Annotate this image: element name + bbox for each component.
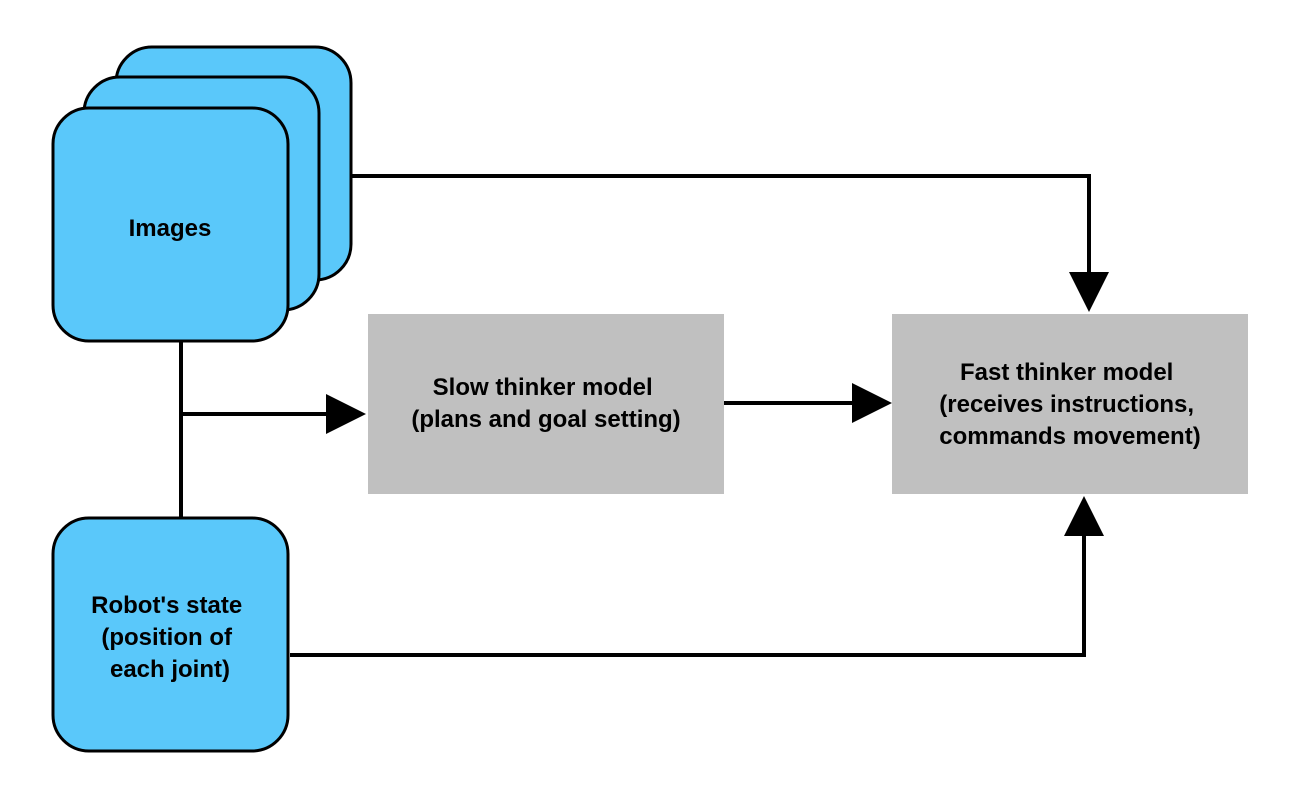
- robot-state-label: Robot's state (position of each joint): [91, 592, 249, 683]
- slow-thinker-label-line-2: (plans and goal setting): [411, 406, 680, 433]
- robot-state-label-line-1: Robot's state: [91, 592, 242, 619]
- images-label: Images: [129, 215, 212, 242]
- fast-thinker-label-line-1: Fast thinker model: [960, 359, 1173, 386]
- fast-thinker-label: Fast thinker model (receives instruction…: [939, 359, 1200, 450]
- fast-thinker-box: [892, 314, 1248, 494]
- slow-thinker-box: [368, 314, 724, 494]
- images-label-line: Images: [129, 215, 212, 242]
- slow-thinker-label: Slow thinker model (plans and goal setti…: [411, 374, 680, 433]
- robot-state-box: [51, 516, 290, 753]
- connectors: [179, 174, 1109, 657]
- fast-thinker-node: Fast thinker model (receives instruction…: [892, 314, 1248, 494]
- edge-images-to-fast-thinker: [350, 174, 1109, 312]
- slow-thinker-node: Slow thinker model (plans and goal setti…: [368, 314, 724, 494]
- slow-thinker-label-line-1: Slow thinker model: [433, 374, 653, 401]
- fast-thinker-label-line-2: (receives instructions,: [939, 391, 1194, 418]
- fast-thinker-label-line-3: commands movement): [939, 423, 1200, 450]
- robot-state-label-line-2: (position of: [101, 624, 233, 651]
- images-node: Images: [51, 45, 353, 343]
- robot-state-label-line-3: each joint): [110, 656, 230, 683]
- robot-state-node: Robot's state (position of each joint): [51, 516, 290, 753]
- images-card-front: [51, 106, 290, 343]
- edge-robot-state-to-fast-thinker: [290, 496, 1104, 657]
